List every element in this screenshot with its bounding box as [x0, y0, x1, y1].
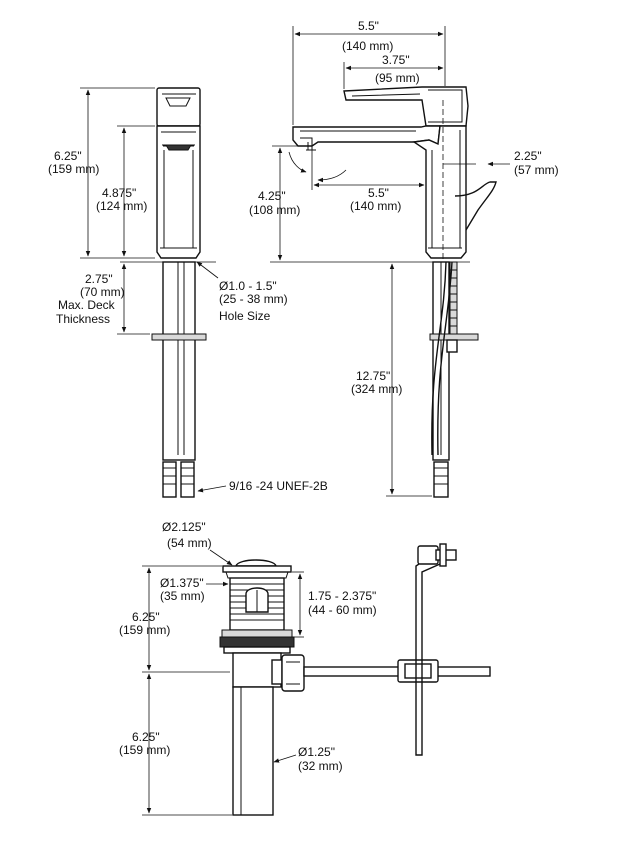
drain-view: Ø2.125" (54 mm) Ø1.375" (35 mm) 1.75 - 2… — [119, 520, 491, 816]
overall-height-in: 6.25" — [54, 149, 82, 163]
handle-length-mm: (95 mm) — [375, 71, 420, 85]
deck-thickness-in: 2.75" — [85, 272, 113, 286]
side-pull-rod — [454, 181, 497, 231]
supply-length-mm: (324 mm) — [351, 382, 402, 396]
handle-offset-in: 2.25" — [514, 149, 542, 163]
tailpiece-height-in: 6.25" — [132, 730, 160, 744]
overall-depth-in: 5.5" — [358, 19, 379, 33]
clearance-in: 4.25" — [258, 189, 286, 203]
drain-stopper — [235, 559, 277, 567]
reach-mm: (140 mm) — [350, 199, 401, 213]
overall-depth-mm: (140 mm) — [342, 39, 393, 53]
clearance-mm: (108 mm) — [249, 203, 300, 217]
spout-height-in: 4.875" — [102, 186, 136, 200]
hole-size-in: Ø1.0 - 1.5" — [219, 279, 277, 293]
side-handle — [343, 86, 469, 127]
body-dia-in: Ø1.375" — [160, 576, 204, 590]
overall-height-mm: (159 mm) — [48, 162, 99, 176]
handle-length-in: 3.75" — [382, 53, 410, 67]
handle-offset-mm: (57 mm) — [514, 163, 559, 177]
front-view: 6.25" (159 mm) 4.875" (124 mm) 2.75" (70… — [48, 87, 328, 498]
tailpiece-height-mm: (159 mm) — [119, 743, 170, 757]
side-supply-hose — [431, 261, 447, 456]
spout-height-mm: (124 mm) — [96, 199, 147, 213]
connection-label: 9/16 -24 UNEF-2B — [229, 479, 328, 493]
side-body — [412, 125, 467, 259]
tailpiece-dia-mm: (32 mm) — [298, 759, 343, 773]
flange-dia-mm: (54 mm) — [167, 536, 212, 550]
deck-thickness-note2: Thickness — [56, 312, 110, 326]
drain-extension-strap — [415, 555, 441, 756]
side-supply-connector — [433, 461, 449, 498]
side-view: 5.5" (140 mm) 3.75" (95 mm) 2.25" (57 mm… — [249, 19, 559, 498]
upper-height-in: 6.25" — [132, 610, 160, 624]
reach-in: 5.5" — [368, 186, 389, 200]
front-supply-connector-right — [180, 461, 195, 498]
drain-flange — [222, 565, 292, 573]
deck-thickness-note1: Max. Deck — [58, 298, 116, 312]
upper-height-mm: (159 mm) — [119, 623, 170, 637]
front-body — [156, 125, 201, 259]
tailpiece-dia-in: Ø1.25" — [298, 745, 335, 759]
deck-thickness-mm: (70 mm) — [80, 285, 125, 299]
drain-pivot-rod — [303, 666, 491, 677]
drain-tailpiece — [232, 686, 274, 816]
front-shank — [162, 261, 196, 461]
front-supply-connector-left — [162, 461, 177, 498]
flange-dia-in: Ø2.125" — [162, 520, 206, 534]
hole-size-mm: (25 - 38 mm) — [219, 292, 288, 306]
deck-range-in: 1.75 - 2.375" — [308, 589, 376, 603]
hole-size-note: Hole Size — [219, 309, 271, 323]
body-dia-mm: (35 mm) — [160, 589, 205, 603]
drain-pivot-nut — [281, 654, 305, 692]
deck-range-mm: (44 - 60 mm) — [308, 603, 377, 617]
supply-length-in: 12.75" — [356, 369, 390, 383]
